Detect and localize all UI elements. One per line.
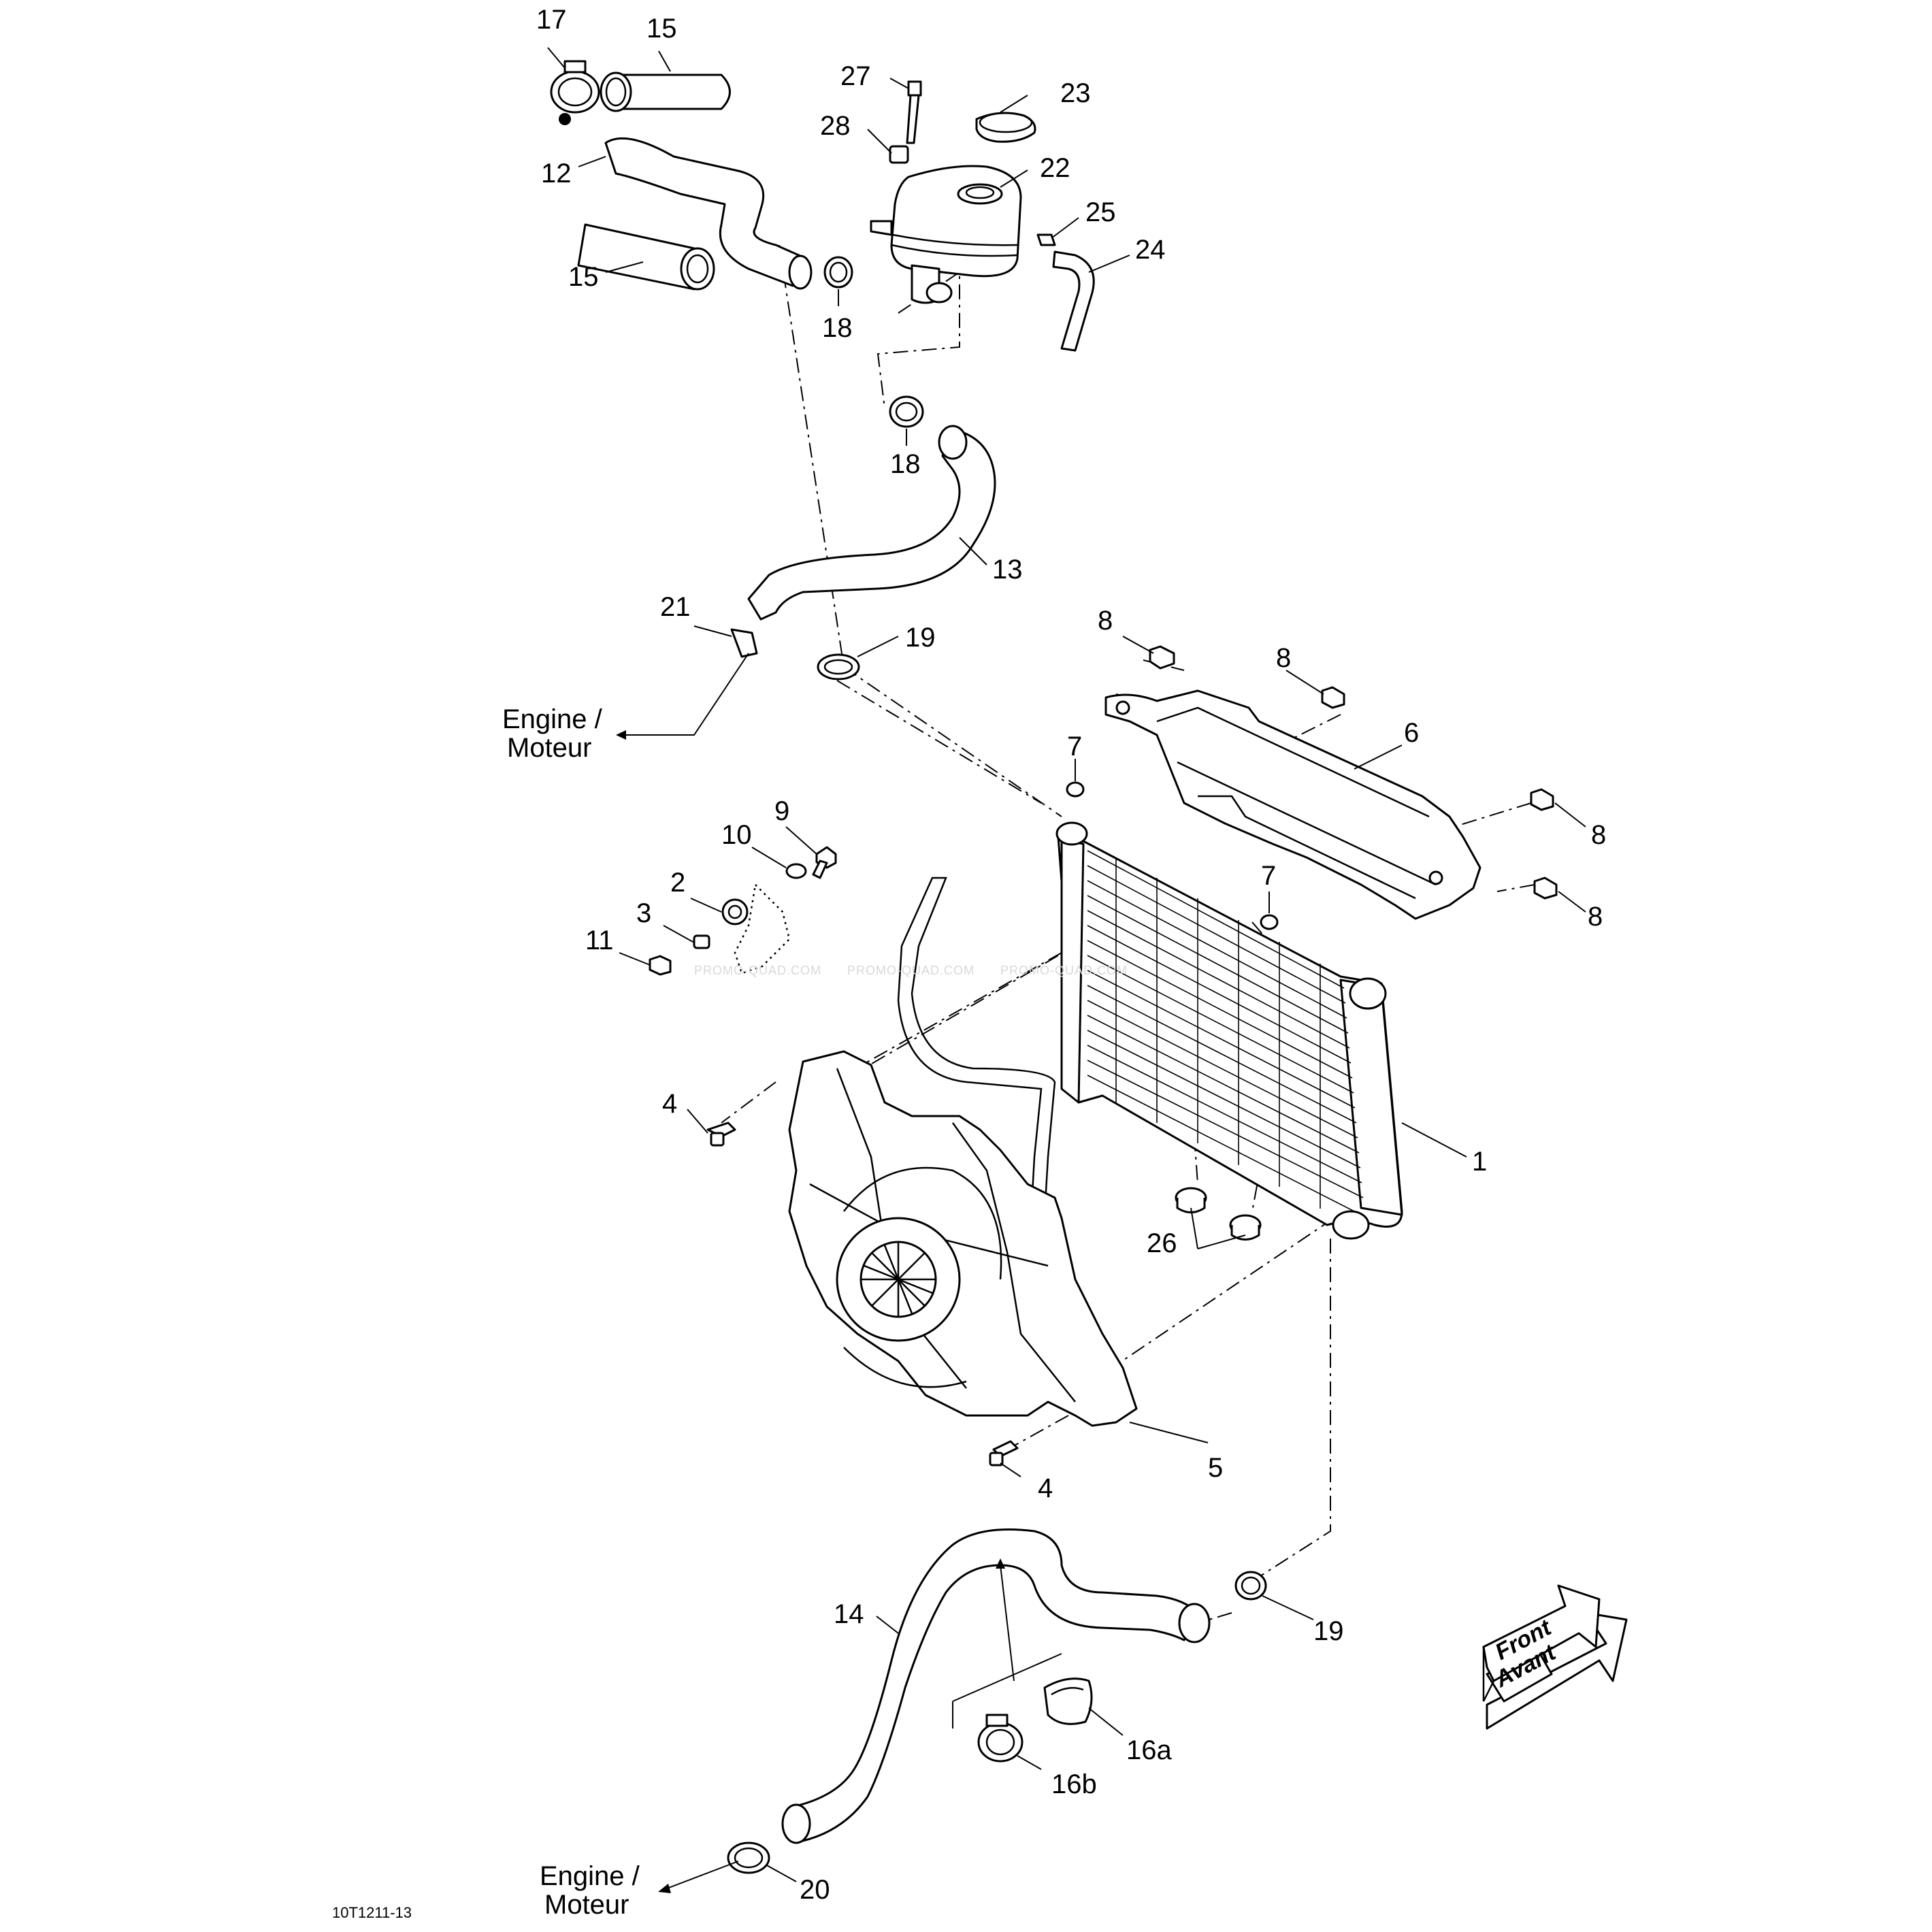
washer-10[interactable] xyxy=(785,863,807,879)
grommet-26b[interactable] xyxy=(1229,1214,1262,1241)
watermark-text: PROMO-QUAD.COM xyxy=(847,964,975,977)
callout-7-a[interactable]: 7 xyxy=(1067,732,1082,762)
callout-8-d[interactable]: 8 xyxy=(1588,902,1603,932)
support-bracket[interactable] xyxy=(1104,689,1481,920)
callout-27[interactable]: 27 xyxy=(840,61,871,91)
callout-7-b[interactable]: 7 xyxy=(1261,861,1276,891)
bolt-4-top[interactable] xyxy=(706,1121,736,1147)
engine-label-bottom-line1: Engine / xyxy=(540,1861,640,1891)
bolt-9[interactable] xyxy=(812,846,837,879)
callout-26[interactable]: 26 xyxy=(1147,1228,1177,1258)
engine-label-bottom: Engine / Moteur xyxy=(540,1861,640,1920)
washer-7a[interactable] xyxy=(1066,781,1085,798)
clamp-19-top[interactable] xyxy=(817,653,860,681)
clamp-16b[interactable] xyxy=(977,1714,1024,1763)
fan-assembly[interactable] xyxy=(788,1050,1138,1427)
callout-10[interactable]: 10 xyxy=(721,820,752,850)
callout-labels: 17 15 27 23 28 12 22 25 24 15 18 18 13 2… xyxy=(536,5,1606,1905)
coolant-tank[interactable] xyxy=(870,165,1022,304)
screw-27[interactable] xyxy=(906,80,922,144)
engine-arrow-bottom xyxy=(658,1861,739,1893)
callout-14[interactable]: 14 xyxy=(834,1599,864,1629)
callout-19-top[interactable]: 19 xyxy=(905,623,936,653)
clamp-18-top[interactable] xyxy=(823,256,853,289)
callout-15-top[interactable]: 15 xyxy=(646,14,677,44)
callout-11[interactable]: 11 xyxy=(585,926,614,955)
clamp-18-bottom[interactable] xyxy=(889,395,924,428)
engine-label-bottom-line2: Moteur xyxy=(544,1890,629,1920)
cap-23[interactable] xyxy=(975,112,1036,143)
washer-7b[interactable] xyxy=(1260,914,1279,930)
callout-16b[interactable]: 16b xyxy=(1051,1769,1097,1799)
spacer-3[interactable] xyxy=(693,934,710,949)
grommet-26a[interactable] xyxy=(1175,1187,1207,1213)
bolt-8c[interactable] xyxy=(1530,788,1554,811)
hose-13[interactable] xyxy=(747,425,996,621)
callout-1[interactable]: 1 xyxy=(1472,1147,1487,1177)
front-direction-arrow: Front Avant xyxy=(1482,1584,1628,1730)
clamp-17[interactable] xyxy=(550,60,600,125)
mount-dotted-outline xyxy=(734,883,791,975)
nut-11[interactable] xyxy=(649,955,672,976)
callout-8-b[interactable]: 8 xyxy=(1276,643,1291,673)
callout-9[interactable]: 9 xyxy=(774,796,789,826)
filler-neck-22[interactable] xyxy=(957,183,1003,205)
callout-25[interactable]: 25 xyxy=(1085,197,1116,227)
callout-5[interactable]: 5 xyxy=(1208,1453,1223,1483)
callout-18-top[interactable]: 18 xyxy=(822,313,853,343)
callout-21[interactable]: 21 xyxy=(660,592,691,622)
callout-8-a[interactable]: 8 xyxy=(1098,606,1113,636)
vent-tube xyxy=(897,877,1056,1281)
hose-clip-21[interactable] xyxy=(730,628,758,658)
hose-15-bottom[interactable] xyxy=(577,223,715,291)
drawing-code: 10T1211-13 xyxy=(332,1904,412,1921)
overflow-hose-24[interactable] xyxy=(1052,250,1095,352)
leader-lines xyxy=(547,47,1586,1882)
watermark-text: PROMO-QUAD.COM xyxy=(694,964,821,977)
callout-18-bottom[interactable]: 18 xyxy=(890,449,921,479)
callout-2[interactable]: 2 xyxy=(670,868,685,898)
callout-24[interactable]: 24 xyxy=(1135,235,1166,265)
bolt-8a[interactable] xyxy=(1149,645,1175,670)
callout-20[interactable]: 20 xyxy=(800,1875,830,1905)
callout-16a[interactable]: 16a xyxy=(1126,1735,1172,1765)
callout-12[interactable]: 12 xyxy=(541,159,572,189)
clamp-16a[interactable] xyxy=(1043,1677,1093,1725)
branch-arrow-16 xyxy=(952,1558,1062,1729)
callout-4-bottom[interactable]: 4 xyxy=(1038,1473,1053,1503)
fan-hub-ribs xyxy=(861,1242,936,1317)
grommet-2[interactable] xyxy=(721,898,749,926)
callout-19-bottom[interactable]: 19 xyxy=(1313,1616,1344,1646)
callout-17[interactable]: 17 xyxy=(536,5,567,35)
hose-15-top[interactable] xyxy=(600,71,731,112)
watermark: PROMO-QUAD.COM PROMO-QUAD.COM PROMO-QUAD… xyxy=(694,964,1128,977)
callout-23[interactable]: 23 xyxy=(1060,78,1091,108)
hose-14[interactable] xyxy=(781,1528,1211,1844)
bolt-8d[interactable] xyxy=(1533,877,1558,900)
callout-8-c[interactable]: 8 xyxy=(1591,820,1606,850)
callout-13[interactable]: 13 xyxy=(992,555,1023,585)
callout-4-top[interactable]: 4 xyxy=(662,1089,677,1119)
clamp-20[interactable] xyxy=(727,1841,770,1874)
callout-28[interactable]: 28 xyxy=(820,111,851,141)
engine-label-top-line1: Engine / xyxy=(502,704,603,734)
engine-label-top-line2: Moteur xyxy=(507,733,592,763)
callout-15-bottom[interactable]: 15 xyxy=(568,262,599,292)
nut-28[interactable] xyxy=(889,145,909,164)
engine-arrow-top xyxy=(616,653,749,740)
radiator-fins xyxy=(1087,850,1364,1212)
callout-6[interactable]: 6 xyxy=(1404,718,1419,748)
radiator[interactable] xyxy=(1055,821,1403,1240)
bolt-8b[interactable] xyxy=(1321,686,1345,709)
hose-12[interactable] xyxy=(604,137,813,290)
clamp-19-bottom[interactable] xyxy=(1234,1571,1267,1601)
callout-22[interactable]: 22 xyxy=(1040,153,1070,183)
bolt-4-bottom[interactable] xyxy=(989,1440,1019,1467)
watermark-text: PROMO-QUAD.COM xyxy=(1000,964,1128,977)
fitting-25[interactable] xyxy=(1036,233,1056,246)
callout-3[interactable]: 3 xyxy=(636,898,651,928)
engine-label-top: Engine / Moteur xyxy=(502,704,603,763)
